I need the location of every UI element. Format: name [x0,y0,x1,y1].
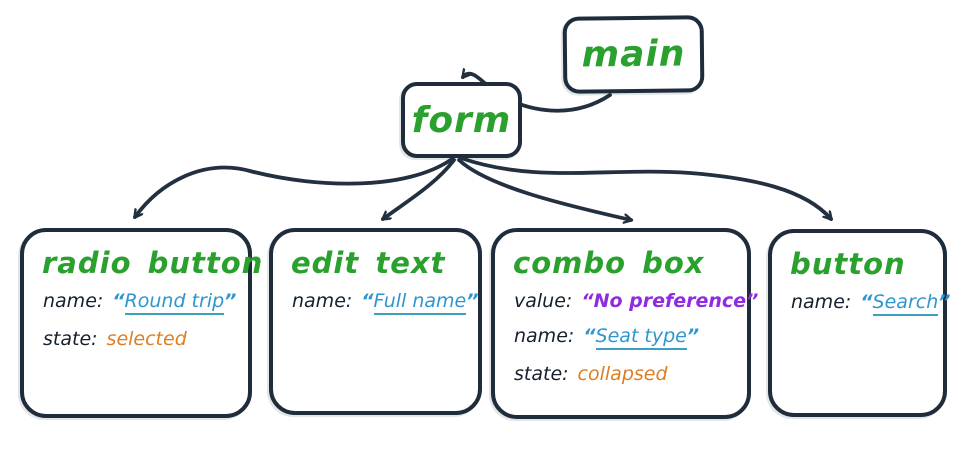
edge-form-combo-box [457,158,631,220]
prop-value-name: Search [872,291,939,316]
node-radio-button: radio button name: “ Round trip ” state:… [20,228,264,418]
prop-value-name: Full name [373,290,467,315]
open-quote: “ [860,291,873,313]
prop-row-state: state: selected [43,328,232,350]
node-radio-button-label: radio button [42,246,264,280]
prop-row-name: name: “ Search ” [791,291,951,316]
node-edit-text: edit text name: “ Full name ” [269,228,482,415]
prop-row-name: name: “ Full name ” [292,290,478,315]
node-combo-box-label: combo box [513,246,705,280]
prop-key: name: [43,290,104,312]
close-quote: ” [686,325,700,347]
prop-key: state: [43,328,98,350]
node-form-label: form [411,99,512,141]
prop-key: name: [791,291,852,313]
prop-row-value: value: “ No preference ” [514,290,758,312]
open-quote: “ [361,290,374,312]
node-form: form [401,82,522,158]
open-quote: “ [583,325,596,347]
close-quote: ” [466,290,479,312]
prop-value-name: Round trip [124,290,225,315]
edge-form-radio-button [133,157,454,217]
edge-form-button [459,156,833,219]
node-button: button name: “ Search ” [768,229,951,417]
prop-value-value: No preference [593,290,747,312]
open-quote: “ [112,290,125,312]
close-quote: ” [746,290,759,312]
edge-form-edit-text [383,158,456,221]
node-edit-text-label: edit text [291,246,446,280]
node-combo-box: combo box value: “ No preference ” name:… [491,228,758,419]
prop-key: value: [514,290,573,312]
prop-key: name: [292,290,353,312]
prop-value-name: Seat type [595,325,687,350]
close-quote: ” [938,291,951,313]
prop-value-state: collapsed [577,363,668,385]
node-button-label: button [790,247,906,281]
prop-row-name: name: “ Round trip ” [43,290,236,315]
prop-row-name: name: “ Seat type ” [514,325,731,350]
prop-key: state: [514,363,569,385]
node-main-label: main [581,33,686,76]
prop-key: name: [514,325,575,347]
prop-value-state: selected [106,328,187,350]
node-main: main [562,15,705,94]
prop-row-state: state: collapsed [514,363,731,385]
open-quote: “ [581,290,594,312]
close-quote: ” [224,290,237,312]
